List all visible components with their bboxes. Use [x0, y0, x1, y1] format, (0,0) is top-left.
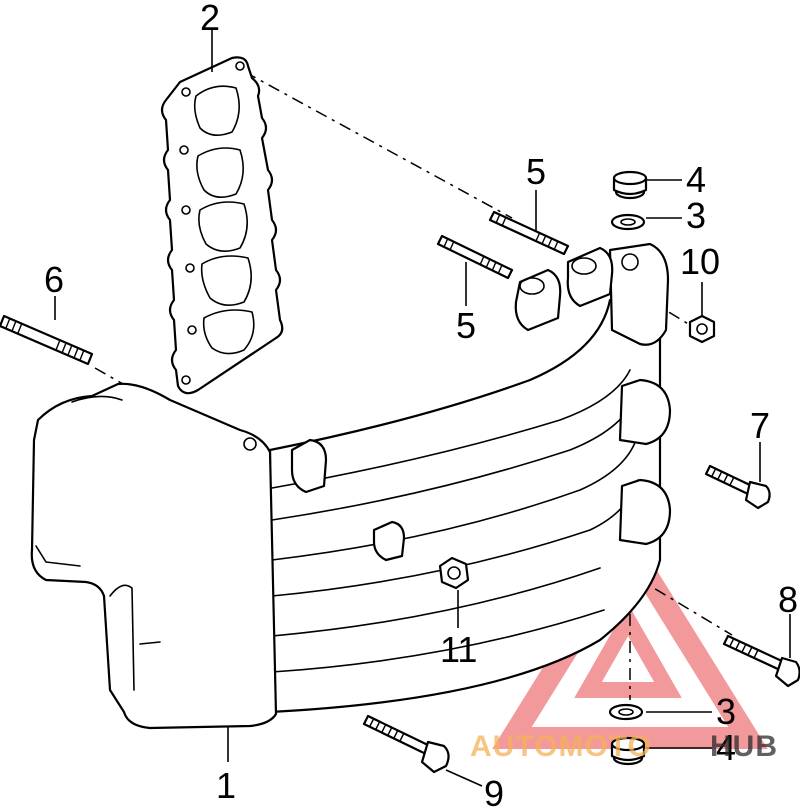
intake-manifold-part [30, 242, 672, 730]
callout-6: 6 [44, 259, 64, 300]
nut-10 [688, 314, 716, 344]
washer-3-bottom [608, 703, 644, 721]
plug-4-bottom [610, 736, 646, 766]
nut-11 [438, 556, 470, 590]
bolt-8 [722, 634, 800, 688]
callout-5-top: 5 [526, 151, 546, 192]
watermark-word-automoto: AUTOMOTO [470, 730, 652, 763]
gasket-part [160, 56, 284, 395]
callout-2: 2 [200, 0, 220, 38]
callout-3-bottom: 3 [716, 691, 736, 732]
washer-3-top [610, 213, 646, 231]
stud-bolt-5a [488, 210, 570, 256]
watermark-text: AUTOMOTO HUB [470, 730, 778, 763]
leader-lines [54, 30, 791, 787]
watermark-word-hub: HUB [710, 730, 778, 763]
callout-4-top: 4 [686, 159, 706, 200]
stud-bolt-5b [436, 234, 514, 280]
bolt-9 [362, 714, 450, 774]
callout-numbers: 2 6 5 5 4 3 10 7 8 11 3 4 1 9 [44, 0, 798, 809]
callout-4-bottom: 4 [716, 727, 736, 768]
callout-8: 8 [778, 579, 798, 620]
watermark-inner-triangle [574, 603, 682, 698]
callout-3-top: 3 [686, 195, 706, 236]
callout-11: 11 [440, 629, 477, 670]
plug-4-top [612, 170, 648, 200]
bolt-7 [704, 464, 771, 510]
callout-1: 1 [216, 765, 236, 806]
stud-bolt-6 [0, 314, 94, 366]
callout-7: 7 [750, 405, 770, 446]
callout-9: 9 [484, 773, 504, 809]
callout-10: 10 [680, 241, 720, 282]
callout-5-mid: 5 [456, 305, 476, 346]
